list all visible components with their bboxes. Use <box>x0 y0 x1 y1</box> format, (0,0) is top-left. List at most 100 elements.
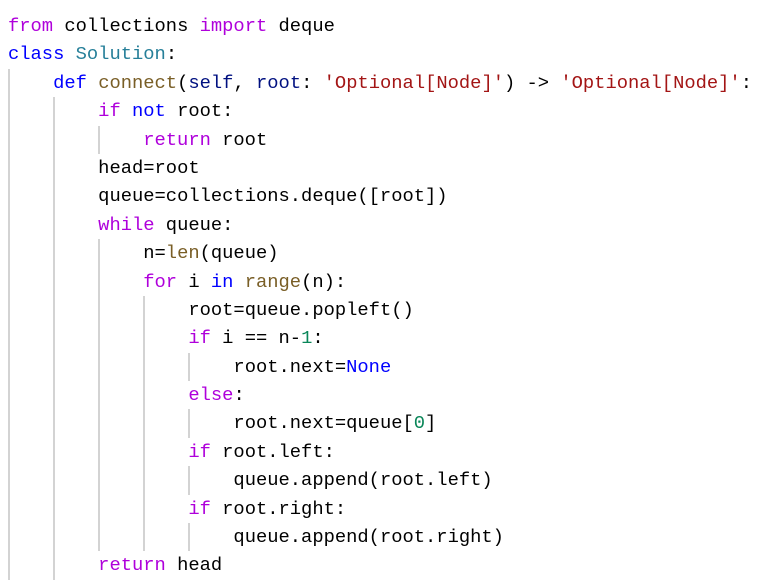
indent-guide <box>8 153 10 183</box>
indent-guide <box>53 239 56 268</box>
code-line: root.next=None <box>0 352 768 382</box>
indent-guide <box>188 466 191 495</box>
indent-guide <box>53 153 56 183</box>
code-token <box>87 72 98 94</box>
code-token: in <box>210 270 234 293</box>
code-line: if root.left: <box>0 437 768 467</box>
code-line: return root <box>0 125 768 154</box>
indent-guide <box>53 182 56 211</box>
code-token: : <box>740 71 752 94</box>
code-token <box>121 100 132 122</box>
code-token: head <box>165 554 223 577</box>
indent-guide <box>8 125 10 154</box>
indent-guide <box>53 352 56 382</box>
code-line: queue.append(root.left) <box>0 466 768 495</box>
code-token: : <box>301 71 324 94</box>
code-token: 0 <box>413 412 426 435</box>
code-token: root.right: <box>210 497 347 520</box>
indent-guide <box>8 551 10 580</box>
code-line: return head <box>0 551 768 580</box>
indent <box>8 129 143 151</box>
indent-guide <box>98 381 101 410</box>
indent-guide <box>98 409 101 438</box>
code-token: class <box>8 43 65 66</box>
code-token: root=queue.popleft() <box>188 298 414 321</box>
indent-guide <box>143 494 146 524</box>
code-token: else <box>188 384 234 407</box>
indent-guide <box>98 494 101 524</box>
code-token: deque <box>267 15 335 37</box>
indent-guide <box>143 352 146 382</box>
indent-guide <box>8 381 10 410</box>
indent-guide <box>8 239 10 268</box>
indent-guide <box>143 466 146 495</box>
indent-guide <box>98 437 101 467</box>
indent-guide <box>98 125 101 154</box>
indent-guide <box>8 409 10 438</box>
code-line: if i == n-1: <box>0 324 768 353</box>
code-token: if <box>98 100 121 123</box>
indent <box>8 356 233 378</box>
code-line: head=root <box>0 153 768 183</box>
indent-guide <box>143 409 146 438</box>
code-token: root.next= <box>233 355 347 378</box>
code-token: return <box>98 554 166 577</box>
indent <box>8 412 233 434</box>
indent-guide <box>53 494 56 524</box>
indent-guide <box>8 494 10 524</box>
indent-guide <box>143 324 146 353</box>
code-token: Solution <box>75 43 166 66</box>
indent-guide <box>53 324 56 353</box>
code-token: (n): <box>301 270 347 293</box>
indent-guide <box>53 466 56 495</box>
indent-guide <box>188 409 191 438</box>
indent-guide <box>8 210 10 240</box>
code-token: root: <box>165 100 234 123</box>
code-line: n=len(queue) <box>0 239 768 268</box>
code-token: from <box>8 15 54 37</box>
code-token: : <box>165 43 178 66</box>
code-token: if <box>188 440 211 463</box>
code-token: : <box>312 327 324 350</box>
indent <box>8 72 53 94</box>
code-token: i == n- <box>210 327 302 350</box>
code-token: None <box>346 355 392 378</box>
code-token: root <box>210 128 268 151</box>
indent-guide <box>8 352 10 382</box>
indent <box>8 271 143 293</box>
code-token: if <box>188 327 211 350</box>
indent-guide <box>53 97 56 126</box>
code-token: len <box>165 242 200 265</box>
code-line: for i in range(n): <box>0 267 768 296</box>
code-line: class Solution: <box>0 40 768 68</box>
code-token: 1 <box>301 327 313 350</box>
code-line: from collections import deque <box>0 12 768 40</box>
indent-guide <box>53 409 56 438</box>
code-token: queue: <box>154 213 234 236</box>
code-token: root.next=queue[ <box>233 412 414 435</box>
indent-guide <box>143 381 146 410</box>
code-token: root.left: <box>210 440 335 463</box>
code-token: , <box>233 71 257 94</box>
code-token: for <box>143 270 178 293</box>
code-token: import <box>199 15 268 37</box>
indent-guide <box>98 466 101 495</box>
indent-guide <box>53 437 56 467</box>
indent-guide <box>98 267 101 296</box>
indent-guide <box>53 551 56 580</box>
code-line: root.next=queue[0] <box>0 409 768 438</box>
code-token: (queue) <box>199 242 279 265</box>
indent-guide <box>98 239 101 268</box>
code-token <box>64 43 75 65</box>
code-line: while queue: <box>0 210 768 240</box>
code-line: else: <box>0 381 768 410</box>
indent <box>8 242 143 264</box>
indent-guide <box>8 466 10 495</box>
code-line: queue=collections.deque([root]) <box>0 182 768 211</box>
indent-guide <box>53 210 56 240</box>
indent-guide <box>8 523 10 552</box>
code-token: while <box>98 213 155 236</box>
code-line: root=queue.popleft() <box>0 295 768 325</box>
code-token: ( <box>177 71 189 94</box>
